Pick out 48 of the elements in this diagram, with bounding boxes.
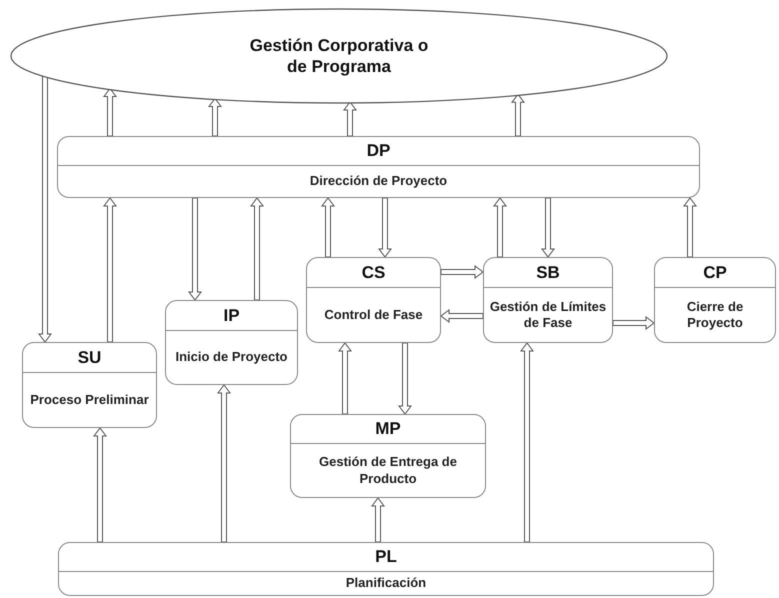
arrow — [217, 384, 231, 542]
arrow — [371, 497, 385, 542]
arrow — [511, 93, 525, 136]
process-code: SB — [536, 262, 560, 284]
arrow — [343, 101, 357, 136]
arrow — [541, 198, 555, 258]
process-code: PL — [375, 546, 397, 568]
arrow — [520, 342, 534, 542]
process-box — [654, 257, 776, 343]
process-code: CP — [703, 262, 727, 284]
process-box — [165, 300, 298, 385]
ellipse-node — [10, 8, 668, 104]
process-name: Proceso Preliminar — [30, 392, 149, 408]
arrow — [440, 265, 484, 279]
process-box — [483, 257, 613, 343]
process-code: CS — [362, 262, 386, 284]
arrow — [493, 197, 507, 258]
process-name: Control de Fase — [324, 306, 423, 324]
process-name: Dirección de Proyecto — [310, 173, 448, 190]
arrow — [208, 98, 222, 136]
process-box — [57, 136, 700, 198]
arrow — [38, 75, 52, 343]
process-name: Inicio de Proyecto — [176, 349, 288, 366]
process-code: MP — [375, 418, 401, 440]
arrow — [378, 198, 392, 258]
process-box — [306, 257, 441, 343]
process-name: Gestión de Límites de Fase — [488, 298, 608, 332]
process-name: Planificación — [346, 575, 426, 592]
arrow — [93, 427, 107, 542]
arrow — [683, 197, 697, 258]
process-box — [290, 414, 486, 498]
arrow — [250, 197, 264, 300]
process-code: DP — [366, 140, 390, 162]
process-code: SU — [78, 346, 102, 369]
arrow — [321, 197, 335, 258]
arrow — [103, 197, 117, 342]
arrow — [188, 198, 202, 301]
arrow — [338, 342, 352, 414]
process-name: Cierre de Proyecto — [686, 298, 744, 332]
arrow — [440, 309, 484, 323]
arrow — [103, 88, 117, 136]
arrow — [398, 342, 412, 415]
process-box — [58, 542, 714, 596]
arrow — [612, 316, 655, 330]
process-code: IP — [223, 304, 240, 327]
process-box — [22, 342, 157, 428]
node-title: Gestión Corporativa o de Programa — [248, 34, 430, 78]
process-name: Gestión de Entrega de Producto — [318, 454, 458, 487]
